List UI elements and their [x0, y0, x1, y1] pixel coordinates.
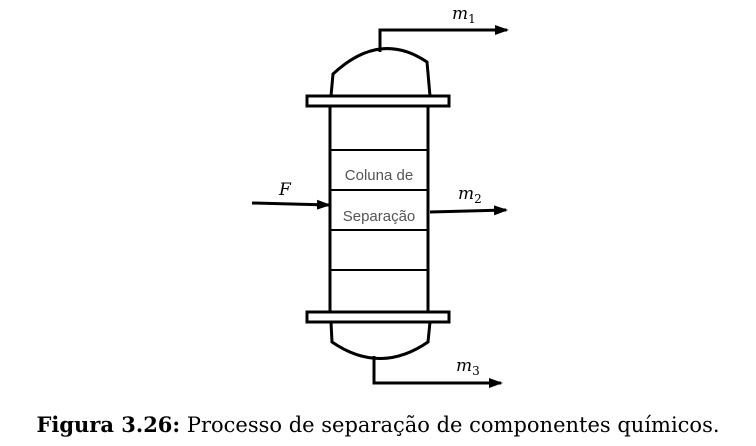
outlet-pipe-m3	[372, 356, 503, 388]
outlet-pipe-m1	[378, 25, 509, 52]
outlet-label-m1: m1	[452, 4, 476, 26]
outlet-arrow-m2	[429, 205, 508, 216]
figure-caption: Figura 3.26: Processo de separação de co…	[0, 412, 756, 437]
outlet-label-m2: m2	[458, 184, 482, 206]
top-flange	[305, 94, 451, 108]
column-label-line2: Separação	[343, 208, 416, 225]
bottom-flange	[305, 310, 451, 324]
feed-arrow	[251, 199, 331, 210]
figure-caption-text: Processo de separação de componentes quí…	[186, 413, 720, 437]
column-label-line1: Coluna de	[345, 167, 413, 184]
top-dome	[329, 47, 432, 97]
figure-number: Figura 3.26:	[36, 412, 181, 437]
bottom-dome	[329, 321, 432, 360]
feed-label: F	[278, 180, 292, 200]
outlet-label-m3: m3	[456, 356, 480, 378]
